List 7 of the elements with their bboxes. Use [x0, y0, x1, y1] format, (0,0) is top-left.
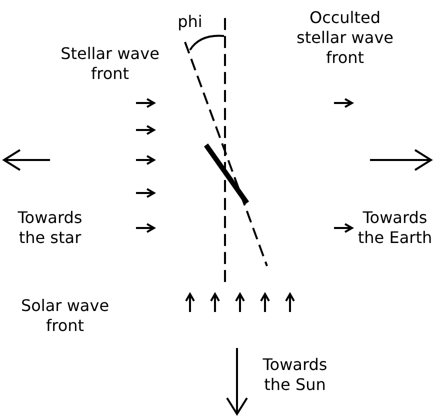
wave-front-label: Solar wave front [20, 296, 110, 336]
wave-front-label: Stellar wave front [60, 44, 160, 84]
direction-label: Towards the star [16, 208, 84, 248]
wave-front-label: Occulted stellar wave front [295, 8, 394, 68]
angle-label: phi [176, 12, 204, 32]
direction-label: Towards the Earth [356, 208, 434, 248]
direction-label: Towards the Sun [262, 355, 328, 395]
